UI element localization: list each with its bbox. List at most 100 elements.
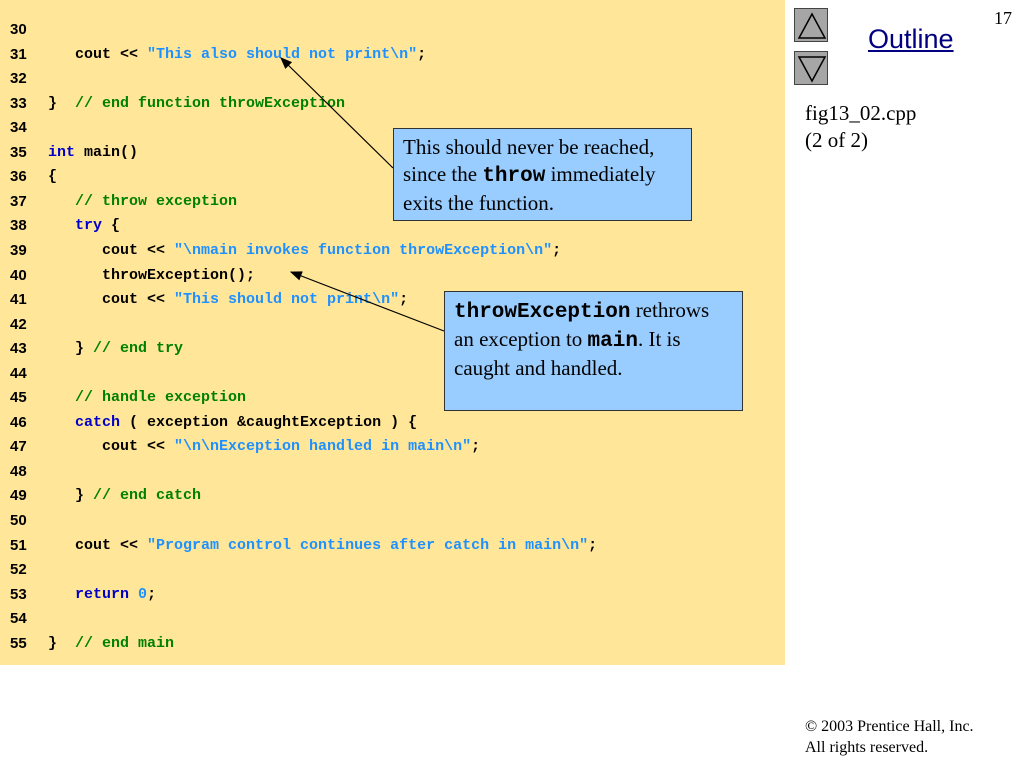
code-text: cout << "\nmain invokes function throwEx…	[48, 239, 561, 263]
code-line-30: 30	[0, 18, 785, 42]
line-number: 36	[10, 168, 27, 186]
line-number: 42	[10, 315, 27, 333]
code-token: // end try	[93, 340, 184, 358]
code-token: main()	[75, 143, 139, 161]
callout-text: rethrows an exception to	[454, 298, 710, 351]
code-token: throwException();	[48, 266, 256, 284]
arrow-to-line-40	[289, 271, 445, 332]
file-part: (2 of 2)	[805, 128, 868, 152]
code-token: {	[102, 217, 121, 235]
line-number: 41	[10, 291, 27, 309]
code-token: cout <<	[48, 438, 175, 456]
code-line-35: 35 int main()	[0, 141, 785, 165]
code-line-52: 52	[0, 558, 785, 582]
code-token: ;	[552, 241, 562, 259]
rights-notice: All rights reserved.	[805, 739, 929, 756]
file-name: fig13_02.cpp	[805, 101, 917, 125]
code-token: ;	[399, 291, 409, 309]
line-number: 53	[10, 585, 27, 603]
callout-code-term: main	[587, 330, 638, 353]
code-line-31: 31 cout << "This also should not print\n…	[0, 43, 785, 67]
code-token: catch	[75, 413, 121, 431]
next-slide-button[interactable]	[794, 51, 828, 85]
previous-slide-button[interactable]	[794, 8, 828, 42]
code-line-36: 36 {	[0, 165, 785, 189]
line-number: 49	[10, 487, 27, 505]
code-line-48: 48	[0, 460, 785, 484]
code-text: } // end catch	[48, 484, 201, 508]
copyright-notice: © 2003 Prentice Hall, Inc.	[805, 718, 974, 735]
code-token: // end catch	[93, 487, 202, 505]
code-text: // handle exception	[48, 386, 246, 410]
line-number: 51	[10, 536, 27, 554]
line-number: 47	[10, 438, 27, 456]
code-token: cout <<	[48, 45, 148, 63]
callout-never-reached: This should never be reached, since the …	[393, 128, 692, 221]
code-line-50: 50	[0, 509, 785, 533]
line-number: 34	[10, 119, 27, 137]
code-token: // throw exception	[75, 192, 238, 210]
line-number: 35	[10, 143, 27, 161]
triangle-up-icon	[797, 12, 827, 39]
line-number: 40	[10, 266, 27, 284]
code-text: {	[48, 165, 57, 189]
line-number: 43	[10, 340, 27, 358]
code-text: throwException();	[48, 264, 255, 288]
code-text: try {	[48, 214, 120, 238]
line-number: 30	[10, 21, 27, 38]
code-text: int main()	[48, 141, 138, 165]
code-token: ;	[471, 438, 481, 456]
code-line-34: 34	[0, 116, 785, 140]
callout-rethrows-exception: throwException rethrows an exception to …	[444, 291, 743, 411]
code-token: }	[48, 340, 94, 358]
line-number: 50	[10, 512, 27, 529]
callout-code-term: throwException	[454, 301, 631, 324]
code-line-54: 54	[0, 607, 785, 631]
line-number: 46	[10, 413, 27, 431]
code-token: ;	[147, 585, 157, 603]
code-line-45: 45 // handle exception	[0, 386, 785, 410]
code-token: int	[48, 143, 76, 161]
code-line-47: 47 cout << "\n\nException handled in mai…	[0, 435, 785, 459]
arrow-to-line-31	[280, 57, 394, 169]
code-line-32: 32	[0, 67, 785, 91]
code-token: "This also should not print\n"	[147, 45, 418, 63]
code-line-42: 42	[0, 313, 785, 337]
line-number: 54	[10, 610, 27, 628]
code-text: } // end function throwException	[48, 92, 345, 116]
outline-link[interactable]: Outline	[868, 24, 954, 54]
line-number: 31	[10, 45, 27, 63]
code-token: "Program control continues after catch i…	[147, 536, 589, 554]
code-line-55: 55 } // end main	[0, 632, 785, 656]
code-token: // end main	[75, 634, 175, 652]
line-number: 38	[10, 217, 27, 235]
code-token: ;	[417, 45, 427, 63]
code-token: }	[48, 94, 76, 112]
code-line-44: 44	[0, 362, 785, 386]
line-number: 48	[10, 462, 27, 480]
callout-code-term: throw	[482, 165, 546, 188]
code-line-51: 51 cout << "Program control continues af…	[0, 534, 785, 558]
code-token: "\n\nException handled in main\n"	[174, 438, 472, 456]
code-line-37: 37 // throw exception	[0, 190, 785, 214]
code-token: cout <<	[48, 536, 148, 554]
code-line-38: 38 try {	[0, 214, 785, 238]
code-line-49: 49 } // end catch	[0, 484, 785, 508]
code-line-40: 40 throwException();	[0, 264, 785, 288]
code-line-33: 33 } // end function throwException	[0, 92, 785, 116]
code-token: }	[48, 487, 94, 505]
line-number: 55	[10, 634, 27, 652]
line-number: 52	[10, 561, 27, 579]
line-number: 44	[10, 364, 27, 382]
code-text: cout << "\n\nException handled in main\n…	[48, 435, 480, 459]
code-token: ;	[588, 536, 598, 554]
code-token: cout <<	[48, 291, 175, 309]
line-number: 39	[10, 241, 27, 259]
code-token: try	[75, 217, 103, 235]
code-token: return	[75, 585, 130, 603]
line-number: 33	[10, 94, 27, 112]
code-text: } // end main	[48, 632, 174, 656]
callout-text: immediately exits the function.	[403, 162, 656, 215]
code-token: // handle exception	[75, 389, 247, 407]
